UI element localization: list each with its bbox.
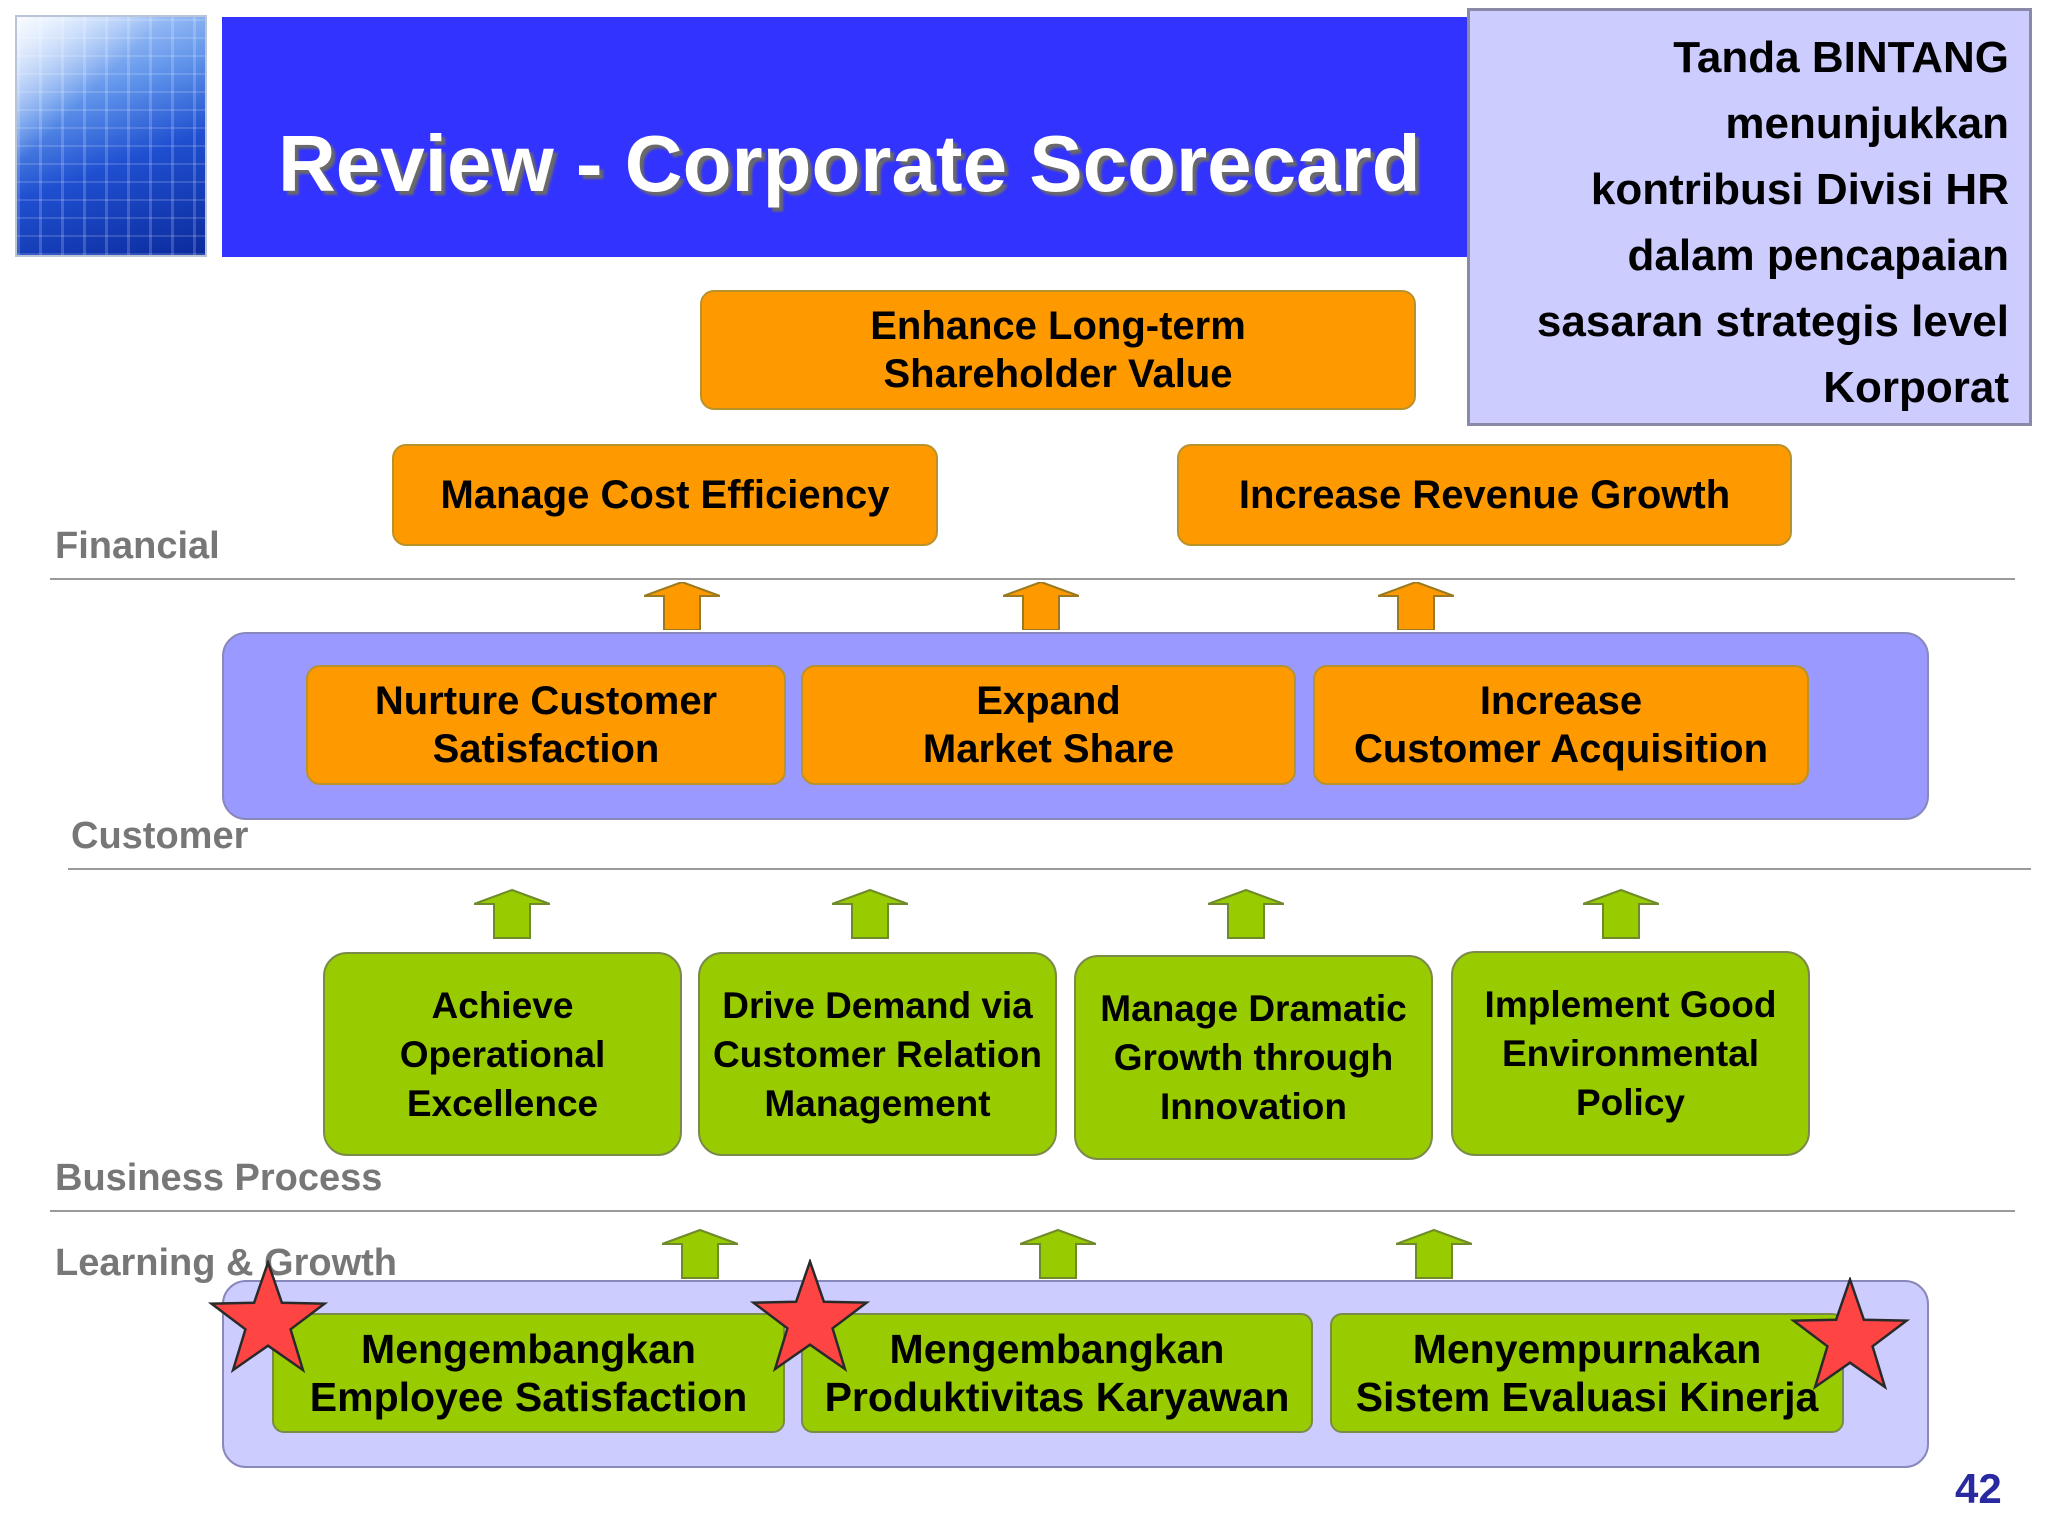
arrow-up-green-6 bbox=[1020, 1228, 1096, 1280]
box-increase-revenue-growth: Increase Revenue Growth bbox=[1177, 444, 1792, 546]
arrow-up-green-7 bbox=[1396, 1228, 1472, 1280]
separator-business-process bbox=[50, 1210, 2015, 1212]
arrow-up-orange-3 bbox=[1378, 582, 1454, 630]
arrow-up-orange-2 bbox=[1003, 582, 1079, 630]
arrow-up-green-4 bbox=[1583, 888, 1659, 940]
separator-customer bbox=[68, 868, 2031, 870]
box-sistem-evaluasi-kinerja: Menyempurnakan Sistem Evaluasi Kinerja bbox=[1330, 1313, 1844, 1433]
arrow-up-orange-1 bbox=[644, 582, 720, 630]
box-drive-demand-crm: Drive Demand via Customer Relation Manag… bbox=[698, 952, 1057, 1156]
label-financial: Financial bbox=[55, 525, 220, 567]
box-manage-growth-innovation: Manage Dramatic Growth through Innovatio… bbox=[1074, 955, 1433, 1160]
box-produktivitas-karyawan: Mengembangkan Produktivitas Karyawan bbox=[801, 1313, 1313, 1433]
label-learning-growth: Learning & Growth bbox=[55, 1242, 397, 1284]
hr-contribution-note: Tanda BINTANG menunjukkan kontribusi Div… bbox=[1467, 8, 2032, 426]
arrow-up-green-1 bbox=[474, 888, 550, 940]
box-implement-environmental-policy: Implement Good Environmental Policy bbox=[1451, 951, 1810, 1156]
box-manage-cost-efficiency: Manage Cost Efficiency bbox=[392, 444, 938, 546]
box-expand-market-share: Expand Market Share bbox=[801, 665, 1296, 785]
logo-image bbox=[15, 15, 207, 257]
box-increase-customer-acquisition: Increase Customer Acquisition bbox=[1313, 665, 1809, 785]
separator-financial bbox=[50, 578, 2015, 580]
box-employee-satisfaction: Mengembangkan Employee Satisfaction bbox=[272, 1313, 785, 1433]
arrow-up-green-3 bbox=[1208, 888, 1284, 940]
box-nurture-customer-satisfaction: Nurture Customer Satisfaction bbox=[306, 665, 786, 785]
slide-number: 42 bbox=[1955, 1465, 2002, 1512]
label-customer: Customer bbox=[71, 815, 249, 857]
label-business-process: Business Process bbox=[55, 1157, 383, 1199]
note-text: Tanda BINTANG menunjukkan kontribusi Div… bbox=[1536, 33, 2009, 412]
arrow-up-green-2 bbox=[832, 888, 908, 940]
title-bar bbox=[222, 17, 1522, 257]
box-enhance-shareholder-value: Enhance Long-term Shareholder Value bbox=[700, 290, 1416, 410]
box-achieve-operational-excellence: Achieve Operational Excellence bbox=[323, 952, 682, 1156]
arrow-up-green-5 bbox=[662, 1228, 738, 1280]
page-title: Review - Corporate Scorecard bbox=[278, 119, 1421, 208]
